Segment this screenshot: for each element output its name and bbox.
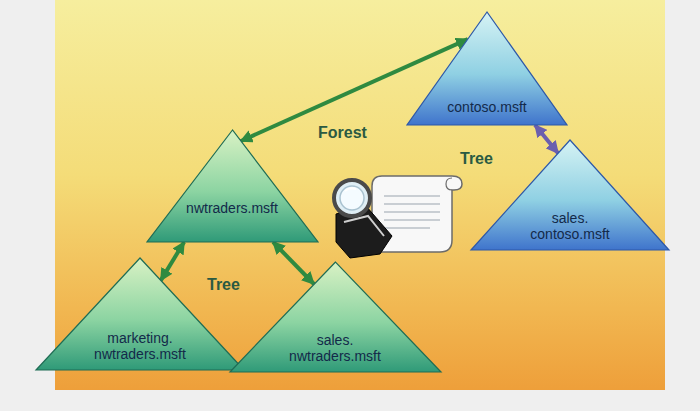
relation-label: Tree [207,276,240,294]
domain-name: nwtraders.msft [186,200,278,216]
domain-tree-triangle: nwtraders.msft [147,130,318,242]
domain-name: sales. contoso.msft [515,210,625,242]
relation-label: Tree [460,150,493,168]
domain-name: sales. nwtraders.msft [276,332,394,364]
domain-name: marketing. nwtraders.msft [81,330,199,362]
trust-arrow [535,125,558,153]
trust-arrow [273,242,314,284]
relation-label: Forest [318,124,367,142]
triangle-shape [147,130,318,242]
trust-arrow [161,242,184,280]
domain-name: contoso.msft [447,99,526,115]
domain-tree-triangle: contoso.msft [407,12,567,125]
domain-tree-triangle: marketing. nwtraders.msft [36,258,244,370]
domain-tree-triangle: sales. nwtraders.msft [230,262,441,372]
domain-tree-triangle: sales. contoso.msft [471,140,669,250]
